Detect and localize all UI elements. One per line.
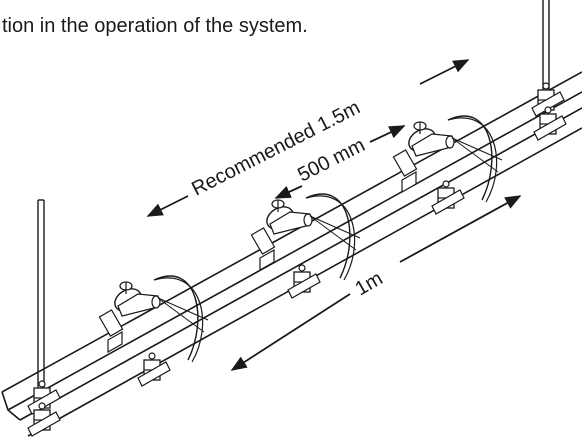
segment-length-label: 1m bbox=[352, 267, 387, 300]
hanger-right bbox=[542, 0, 550, 100]
valve-unit-left bbox=[98, 275, 209, 363]
valve-unit-middle bbox=[250, 193, 361, 281]
hanger-left bbox=[37, 199, 45, 395]
clamp-left bbox=[27, 380, 61, 415]
caption-text: tion in the operation of the system. bbox=[2, 15, 308, 37]
clamp-right-bottom bbox=[431, 180, 465, 215]
main-pipe bbox=[1, 71, 582, 437]
clamp-middle-bottom bbox=[287, 264, 321, 299]
clamp-left-bottom bbox=[137, 352, 171, 387]
